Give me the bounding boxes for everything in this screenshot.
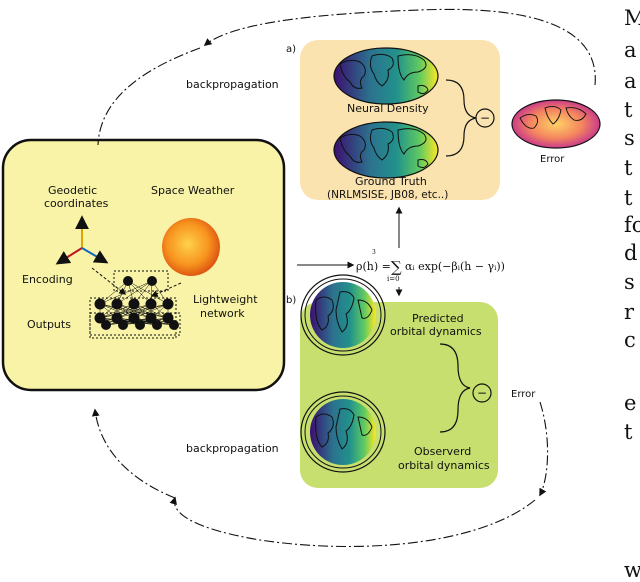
margin-text-fragment: fo bbox=[624, 213, 640, 237]
margin-text-fragment: d bbox=[624, 241, 638, 265]
geodetic-label-2: coordinates bbox=[44, 197, 109, 210]
outputs-box bbox=[89, 312, 181, 336]
encoding-box bbox=[113, 270, 169, 292]
network-edge bbox=[99, 303, 135, 319]
geodetic-label-1: Geodetic bbox=[48, 184, 97, 197]
svg-text:i=0: i=0 bbox=[387, 275, 400, 283]
coordinate-axes-icon bbox=[55, 215, 109, 265]
observed-orbit-globe bbox=[300, 391, 386, 473]
svg-text:ρ(h) =: ρ(h) = bbox=[356, 260, 391, 273]
lightweight-label-2: network bbox=[200, 307, 245, 320]
network-edge bbox=[122, 317, 169, 326]
observed-label-1: Observerd bbox=[414, 445, 471, 458]
hidden-node bbox=[128, 312, 140, 324]
margin-text-fragment: t bbox=[624, 420, 633, 444]
hidden-node bbox=[162, 312, 174, 324]
neural-density-label: Neural Density bbox=[347, 102, 429, 115]
svg-text:3: 3 bbox=[372, 249, 376, 256]
lightweight-label-1: Lightweight bbox=[193, 293, 258, 306]
hidden-node bbox=[94, 298, 106, 310]
output-node bbox=[101, 320, 111, 330]
panel-b-minus: − bbox=[477, 386, 487, 400]
network-edge bbox=[116, 303, 169, 319]
margin-text-fragment: w bbox=[624, 558, 640, 582]
hidden-node bbox=[162, 298, 174, 310]
network-nodes bbox=[94, 298, 179, 330]
density-formula: ρ(h) = 3 ∑ i=0 αᵢ exp(−βᵢ(h − γᵢ)) bbox=[356, 249, 505, 283]
top-backprop-arrow-upper bbox=[203, 8, 596, 86]
network-edge bbox=[99, 280, 153, 305]
hidden-node bbox=[128, 298, 140, 310]
panel-a-tag: a) bbox=[286, 44, 296, 55]
network-edge bbox=[99, 303, 169, 319]
margin-text-fragment: M bbox=[624, 6, 640, 30]
output-node bbox=[152, 320, 162, 330]
backprop-label-bottom: backpropagation bbox=[186, 442, 279, 455]
margin-text-fragment: t bbox=[624, 156, 633, 180]
hidden-node bbox=[111, 312, 123, 324]
error-label-b: Error bbox=[511, 389, 536, 400]
hidden-layers-box bbox=[89, 297, 177, 339]
hidden-node bbox=[145, 312, 157, 324]
bottom-backprop-arrow-right bbox=[539, 401, 549, 497]
geodetic-input-arrow bbox=[91, 267, 127, 295]
observed-label-2: orbital dynamics bbox=[398, 459, 490, 472]
panel-b-tag: b) bbox=[286, 295, 296, 306]
network-edge bbox=[127, 280, 169, 305]
margin-text-fragment: s bbox=[624, 270, 635, 294]
panel-b-minus-circle bbox=[472, 383, 492, 403]
predicted-label-2: orbital dynamics bbox=[390, 325, 482, 338]
backprop-label-top: backpropagation bbox=[186, 78, 279, 91]
hidden-node bbox=[145, 298, 157, 310]
svg-text:αᵢ exp(−βᵢ(h − γᵢ)): αᵢ exp(−βᵢ(h − γᵢ)) bbox=[405, 260, 505, 273]
output-node bbox=[118, 320, 128, 330]
top-backprop-arrow-lower bbox=[97, 47, 201, 146]
network-panel bbox=[1, 138, 286, 392]
margin-text-fragment: e bbox=[624, 391, 637, 415]
margin-text-fragment: t bbox=[624, 186, 633, 210]
panel-a-minus-circle bbox=[475, 108, 495, 128]
margin-text-fragment: a bbox=[624, 38, 637, 62]
encoding-label: Encoding bbox=[22, 273, 73, 286]
margin-text-fragment: c bbox=[624, 328, 636, 352]
outputs-label: Outputs bbox=[27, 318, 71, 331]
weather-input-arrow bbox=[150, 282, 182, 297]
error-globe bbox=[511, 99, 601, 149]
margin-text-fragment: t bbox=[624, 98, 633, 122]
predicted-label-1: Predicted bbox=[412, 312, 464, 325]
network-edge bbox=[116, 280, 153, 305]
margin-text-fragment: r bbox=[624, 300, 635, 324]
bottom-backprop-arrow-bottom bbox=[169, 496, 536, 548]
network-edge bbox=[105, 317, 152, 326]
network-edge bbox=[99, 280, 129, 305]
panel-a-minus: − bbox=[480, 111, 490, 125]
panel-b-brace bbox=[439, 343, 471, 433]
ground-truth-label: Ground Truth bbox=[355, 175, 427, 188]
hidden-node bbox=[111, 298, 123, 310]
predicted-orbit-globe bbox=[300, 274, 386, 356]
error-label-a: Error bbox=[540, 154, 565, 165]
ground-truth-models-label: (NRLMSISE, JB08, etc..) bbox=[327, 189, 448, 201]
svg-text:∑: ∑ bbox=[391, 258, 402, 276]
network-edge bbox=[133, 303, 169, 319]
output-node bbox=[169, 320, 179, 330]
network-edge bbox=[99, 303, 152, 319]
bottom-backprop-arrow-left bbox=[91, 408, 176, 499]
margin-text-fragment: s bbox=[624, 126, 635, 150]
output-node bbox=[135, 320, 145, 330]
neural-density-globe bbox=[333, 47, 439, 105]
hidden-node bbox=[94, 312, 106, 324]
sun-icon bbox=[162, 218, 220, 276]
space-weather-label: Space Weather bbox=[151, 184, 235, 197]
margin-text-fragment: a bbox=[624, 69, 637, 93]
ground-truth-globe bbox=[333, 121, 439, 179]
